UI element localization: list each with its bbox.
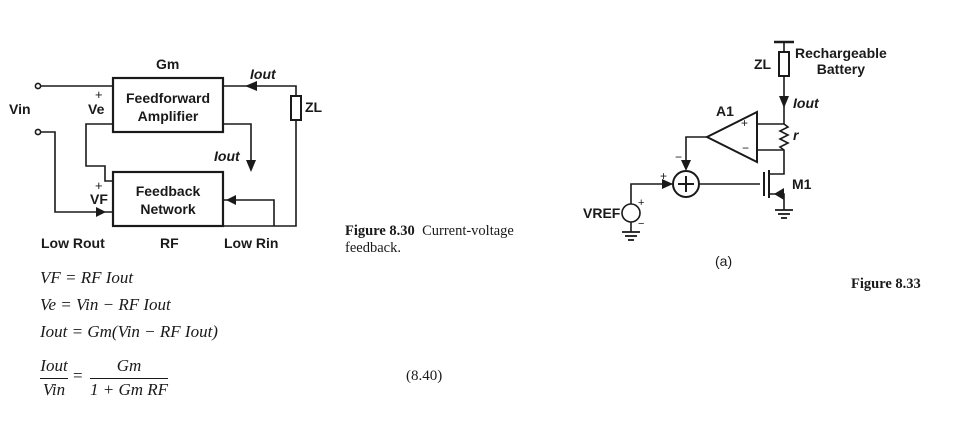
rf-label: RF	[160, 235, 179, 251]
equation-number: (8.40)	[406, 368, 443, 384]
feedforward-amplifier-label: Feedforward Amplifier	[113, 89, 223, 125]
summer-plus: +	[660, 169, 668, 183]
figure-830-caption: Figure 8.30 Current-voltage feedback.	[345, 223, 514, 257]
feedback-line2: Network	[140, 201, 196, 217]
a1-label: A1	[716, 103, 734, 119]
battery-label: Rechargeable Battery	[795, 45, 887, 77]
frac-num-right: Gm	[116, 356, 142, 375]
frac-num-left: Iout	[40, 356, 68, 375]
vref-minus: −	[638, 218, 645, 230]
frac-den-left: Vin	[42, 380, 66, 399]
iout-mid-label: Iout	[214, 148, 240, 164]
m1-label: M1	[792, 176, 812, 192]
vref-plus: +	[638, 197, 645, 209]
low-rin-label: Low Rin	[224, 235, 279, 251]
equation-ve: Ve = Vin − RF Iout	[40, 295, 171, 314]
low-rout-label: Low Rout	[41, 235, 105, 251]
a1-minus: −	[742, 141, 750, 155]
feedforward-line2: Amplifier	[137, 108, 199, 124]
a1-plus: +	[741, 116, 749, 130]
vin-label: Vin	[9, 101, 31, 117]
iout-label-right: Iout	[793, 95, 819, 111]
figure-830-text-2: feedback.	[345, 240, 401, 256]
equation-iout: Iout = Gm(Vin − RF Iout)	[40, 322, 218, 341]
frac-bar-right	[90, 378, 168, 379]
iout-top-label: Iout	[250, 66, 276, 82]
vref-label: VREF	[583, 205, 621, 221]
battery-line1: Rechargeable	[795, 45, 887, 61]
subfigure-a-label: (a)	[715, 253, 733, 269]
vf-plus: +	[95, 178, 103, 193]
ve-plus: +	[95, 87, 103, 102]
feedback-network-label: Feedback Network	[113, 182, 223, 218]
battery-line2: Battery	[816, 61, 866, 77]
feedforward-amplifier-block	[111, 76, 225, 134]
ve-label: Ve	[88, 101, 105, 117]
r-label: r	[793, 127, 799, 143]
vf-label: VF	[90, 191, 108, 207]
equals-sign: =	[73, 366, 83, 385]
figure-830-number: Figure 8.30	[345, 223, 415, 239]
zl-label-left: ZL	[305, 99, 323, 115]
input-terminal-bottom	[34, 128, 42, 136]
figure-830-text-1: Current-voltage	[422, 223, 514, 239]
frac-bar-left	[40, 378, 68, 379]
feedback-network-block	[111, 170, 225, 228]
summer-minus: −	[675, 150, 683, 164]
input-terminal-top	[34, 82, 42, 90]
frac-den-right: 1 + Gm RF	[90, 380, 169, 399]
zl-label-right: ZL	[754, 56, 772, 72]
vf-minus: −	[96, 204, 104, 219]
feedforward-line1: Feedforward	[125, 90, 210, 106]
gm-label: Gm	[156, 56, 180, 72]
equation-vf: VF = RF Iout	[40, 268, 134, 287]
figure-833-caption: Figure 8.33	[851, 276, 921, 292]
feedback-line1: Feedback	[135, 183, 201, 199]
